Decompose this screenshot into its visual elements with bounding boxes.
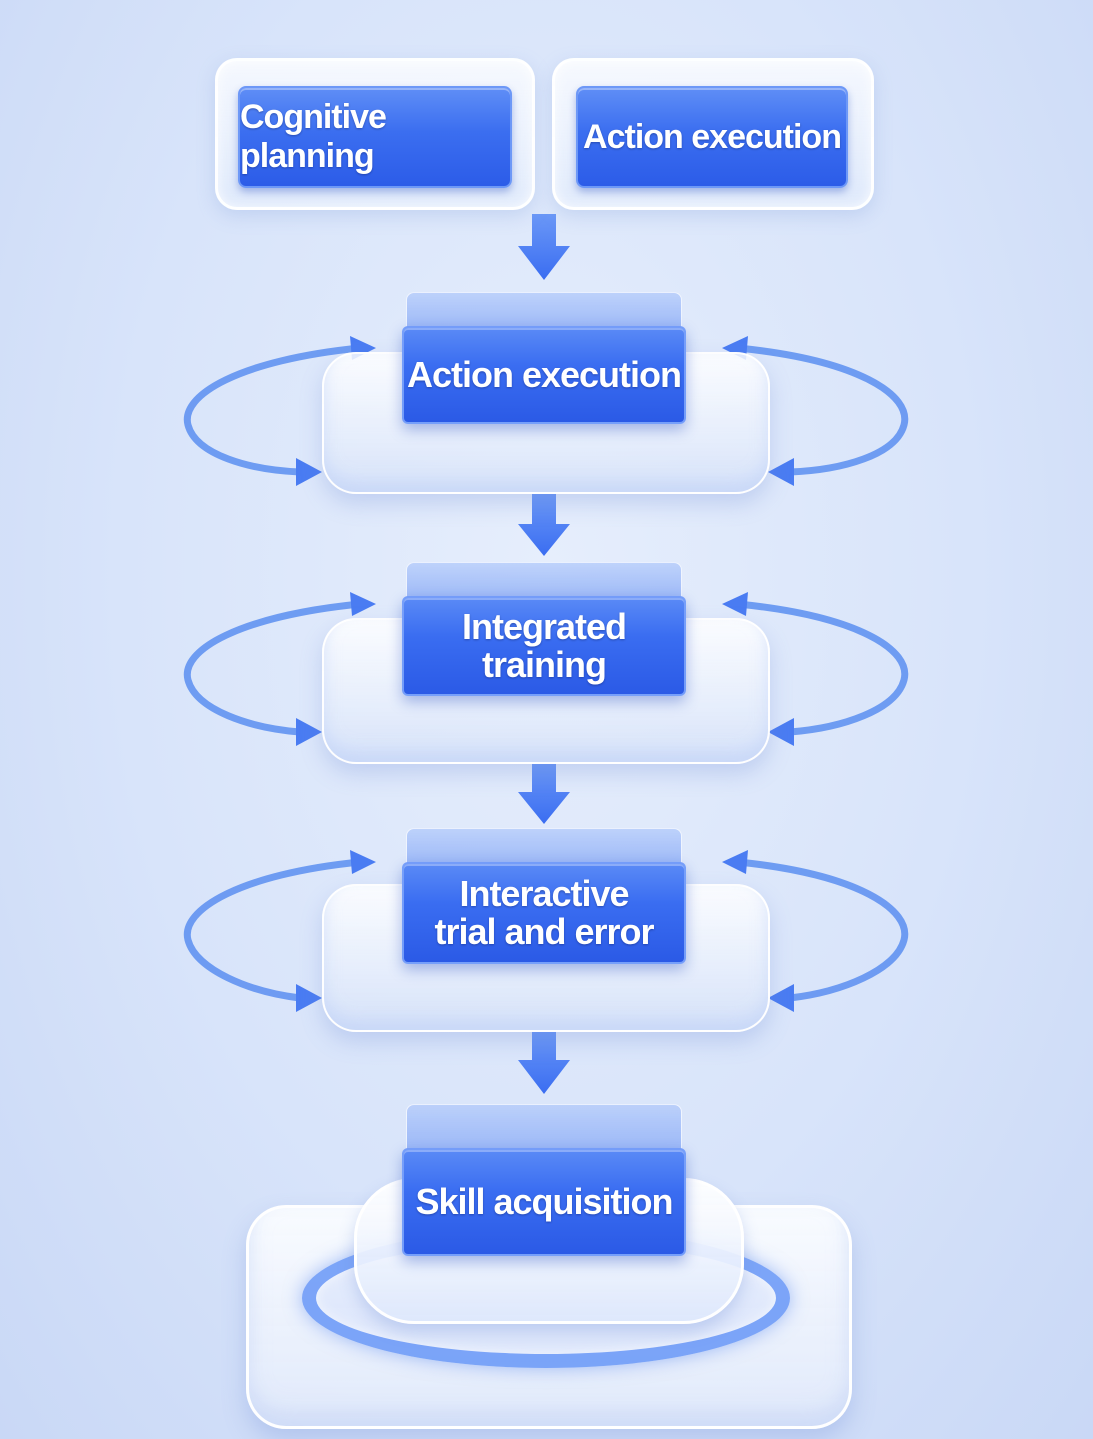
loop-arrows-stage-3 xyxy=(183,858,909,1002)
block-face: Integrated training xyxy=(402,596,686,696)
loop-arrows-stage-2 xyxy=(183,600,909,736)
block-face: Skill acquisition xyxy=(402,1148,686,1256)
down-arrow-icon xyxy=(518,762,570,824)
block-face: Interactive trial and error xyxy=(402,862,686,964)
box-label: Action execution xyxy=(583,117,842,156)
stage-block-interactive-trial-and-error: Interactive trial and error xyxy=(402,828,686,964)
stage-block-action-execution: Action execution xyxy=(402,292,686,424)
cognitive-planning-box: Cognitive planning xyxy=(238,86,512,188)
action-execution-top-box: Action execution xyxy=(576,86,848,188)
stage-label: Integrated training xyxy=(461,606,627,685)
down-arrow-icon xyxy=(518,214,570,280)
box-label: Cognitive planning xyxy=(240,98,387,175)
loop-arrowhead-icon xyxy=(296,850,794,1012)
stage-block-skill-acquisition: Skill acquisition xyxy=(402,1104,686,1256)
down-arrow-icon xyxy=(518,494,570,556)
stage-block-integrated-training: Integrated training xyxy=(402,562,686,696)
block-top xyxy=(406,1104,682,1156)
stage-label: Skill acquisition xyxy=(415,1181,673,1222)
loop-arrows-stage-1 xyxy=(183,344,909,476)
stage-label: Interactive trial and error xyxy=(434,873,654,952)
block-face: Action execution xyxy=(402,326,686,424)
loop-arrowhead-icon xyxy=(296,592,794,746)
down-arrow-icon xyxy=(518,1030,570,1094)
stage-label: Action execution xyxy=(406,354,682,395)
